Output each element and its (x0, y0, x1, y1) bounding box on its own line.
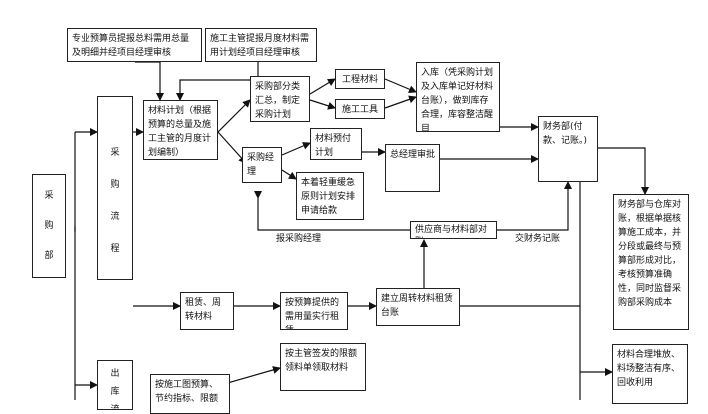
budget-officer-box: 专业预算员提报总料需用总量及明细并经项目经理审核 (67, 28, 202, 62)
edge-supplier-to-finance (497, 181, 572, 231)
edge-plan-to-manager (217, 131, 247, 164)
warehousing-box: 入库（凭采购计划及入库单记好材料台账），做到库存合理，库容整洁醒目 (416, 62, 500, 132)
procurement-classify-text: 采购部分类汇总，制定采购计划 (255, 82, 301, 120)
supplier-check-text: 供应商与材料部对账 (415, 225, 488, 238)
edge-manager-to-prepay (281, 142, 311, 156)
edge-site-to-plan (176, 62, 259, 101)
material-prepayment-text: 材料预付计划 (315, 134, 352, 158)
site-manager-quota-text: 按主管签发的限额领料单领取材料 (285, 349, 358, 373)
edge-classify-to-tools (309, 99, 336, 110)
procurement-flow-box: 采购流程 (97, 96, 133, 280)
procurement-classify-box: 采购部分类汇总，制定采购计划 (250, 76, 310, 122)
site-manager-plan-text: 施工主管提报月度材料需用计划经项目经理审核 (210, 34, 310, 58)
outbound-flow-box: 出库流 (97, 360, 133, 410)
establish-ledger-text: 建立周转材料租赁台账 (381, 294, 454, 318)
procurement-dept-text: 采购部 (44, 191, 54, 261)
material-stacking-box: 材料合理堆放、料场整洁有序、回收利用 (612, 344, 688, 404)
rental-by-budget-box: 按预算提供的需用量实行租赁 (280, 292, 348, 330)
material-plan-text: 材料计划（根据预算的总量及施工主管的月度计划编制） (148, 106, 212, 158)
procurement-manager-box: 采购经理 (242, 147, 282, 183)
flow-connectors (74, 61, 649, 400)
edge-plan-to-classify (217, 99, 251, 133)
material-plan-box: 材料计划（根据预算的总量及施工主管的月度计划编制） (143, 100, 218, 160)
lower-priority-box: 本着轻重缓急原则计划安排申请给款 (296, 172, 364, 220)
finance-warehouse-box: 财务部与仓库对账，根据单据核算施工成本，并分段或最终与预算部形成对比，考核预算准… (613, 194, 689, 330)
edge-manager-to-priority (281, 169, 297, 180)
engineering-materials-text: 工程材料 (341, 75, 378, 85)
edge-budget-to-plan (135, 61, 164, 101)
site-manager-plan-box: 施工主管提报月度材料需用计划经项目经理审核 (205, 28, 317, 62)
lower-priority-text: 本着轻重缓急原则计划安排申请给款 (301, 178, 356, 216)
engineering-materials-box: 工程材料 (335, 69, 385, 89)
report-manager-label: 报采购经理 (276, 234, 322, 244)
rental-turnover-text: 租赁、周转材料 (185, 298, 222, 322)
warehousing-text: 入库（凭采购计划及入库单记好材料台账），做到库存合理，库容整洁醒目 (421, 68, 494, 132)
edge-report-manager (254, 191, 410, 231)
gm-approval-text: 总经理审批 (390, 150, 436, 160)
edge-tools-to-wh (384, 95, 417, 109)
edge-eng-to-wh (384, 78, 417, 93)
rental-by-budget-text: 按预算提供的需用量实行租赁 (285, 298, 340, 329)
procurement-dept-box: 采购部 (32, 174, 66, 278)
construction-drawing-text: 按施工图预算、节约指标、限额 (155, 380, 219, 404)
outbound-flow-text: 出库流 (110, 369, 120, 410)
gm-approval-box: 总经理审批 (385, 144, 440, 192)
supplier-check-box: 供应商与材料部对账 (410, 221, 497, 239)
finance-dept-box: 财务部(付款、记账。) (538, 116, 598, 182)
establish-ledger-box: 建立周转材料租赁台账 (376, 288, 460, 326)
finance-dept-text: 财务部(付款、记账。) (543, 122, 588, 146)
construction-tools-text: 施工工具 (341, 105, 378, 115)
material-stacking-text: 材料合理堆放、料场整洁有序、回收利用 (617, 350, 681, 388)
budget-officer-text: 专业预算员提报总料需用总量及明细并经项目经理审核 (72, 34, 190, 58)
rental-turnover-box: 租赁、周转材料 (180, 292, 234, 330)
submit-finance-label: 交财务记账 (515, 234, 561, 244)
procurement-manager-text: 采购经理 (247, 153, 275, 177)
material-prepayment-box: 材料预付计划 (310, 128, 362, 160)
finance-warehouse-text: 财务部与仓库对账，根据单据核算施工成本，并分段或最终与预算部形成对比，考核预算准… (618, 200, 682, 308)
procurement-flow-text: 采购流程 (110, 148, 120, 254)
site-manager-quota-box: 按主管签发的限额领料单领取材料 (280, 343, 366, 391)
edge-finance-to-fw (598, 147, 649, 195)
edge-classify-to-eng (309, 78, 336, 95)
construction-drawing-box: 按施工图预算、节约指标、限额 (150, 374, 230, 414)
construction-tools-box: 施工工具 (335, 99, 385, 119)
